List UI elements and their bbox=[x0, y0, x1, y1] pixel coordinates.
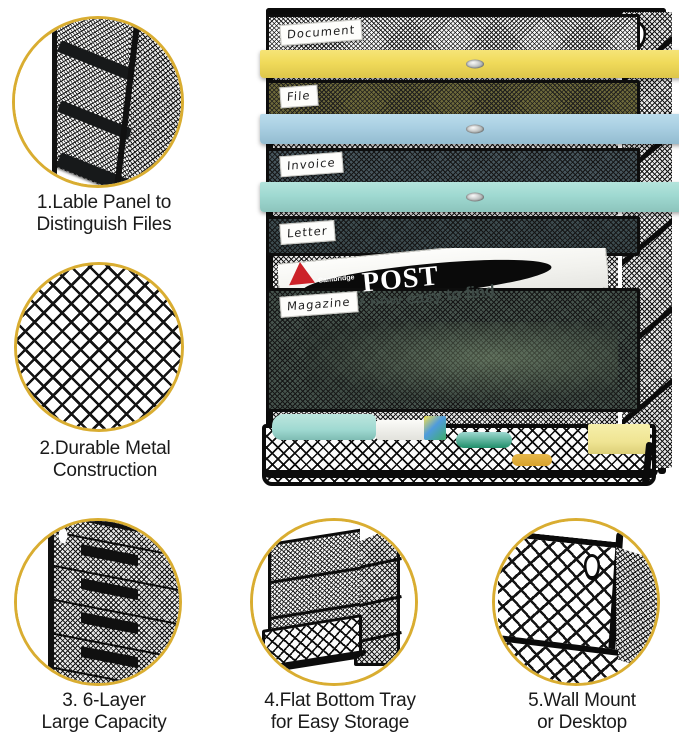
pocket-mesh bbox=[266, 80, 640, 120]
feature-2-illustration bbox=[17, 265, 181, 429]
feature-3-caption-line1: 3. 6-Layer bbox=[62, 690, 146, 711]
feature-4-circle bbox=[250, 518, 418, 686]
feature-1-caption-line2: Distinguish Files bbox=[36, 214, 172, 236]
feature-1-circle bbox=[12, 16, 184, 188]
feature-1-caption-line1: 1.Lable Panel to bbox=[36, 192, 172, 213]
feature-3-caption-line2: Large Capacity bbox=[41, 712, 167, 734]
folder-file[interactable] bbox=[260, 114, 679, 144]
feature-callout-durable-metal: 2.Durable Metal Construction bbox=[14, 262, 196, 492]
pocket-document[interactable]: Document bbox=[266, 14, 640, 58]
feature-3-caption: 3. 6-Layer Large Capacity bbox=[14, 690, 194, 735]
feature-4-caption-line2: for Easy Storage bbox=[270, 712, 410, 734]
feature-callout-label-panel: 1.Lable Panel to Distinguish Files bbox=[12, 16, 196, 237]
pocket-invoice[interactable]: Invoice bbox=[266, 148, 640, 188]
feature-2-caption-line2: Construction bbox=[52, 460, 158, 482]
feature-1-illustration bbox=[15, 19, 181, 185]
tray-item-notepad bbox=[588, 424, 650, 454]
tray-item-marker bbox=[512, 454, 552, 466]
feature-4-caption: 4.Flat Bottom Tray for Easy Storage bbox=[250, 690, 430, 735]
feature-5-caption-line2: or Desktop bbox=[537, 712, 627, 734]
feature-2-caption-line1: 2.Durable Metal bbox=[39, 438, 171, 459]
label-text: Letter bbox=[286, 223, 328, 241]
tier-line bbox=[52, 666, 179, 683]
frame-top-rail bbox=[266, 8, 666, 15]
feature-4-caption-line1: 4.Flat Bottom Tray bbox=[264, 690, 416, 711]
pocket-file[interactable]: File bbox=[266, 80, 640, 120]
folder-invoice[interactable] bbox=[260, 182, 679, 212]
tray-item-sticky-note-cube bbox=[424, 416, 446, 440]
feature-5-caption: 5.Wall Mount or Desktop bbox=[492, 690, 672, 735]
tray-item-tape-dispenser bbox=[376, 420, 434, 440]
magazine-contents bbox=[306, 322, 618, 402]
tier-lip bbox=[80, 521, 139, 533]
feature-callout-wall-mount: 5.Wall Mount or Desktop bbox=[492, 518, 672, 744]
feature-3-circle bbox=[14, 518, 182, 686]
frame-bottom-rail bbox=[262, 470, 658, 478]
product-hero-image: Document File Invoice Letter bbox=[258, 2, 679, 492]
back-mesh-face bbox=[498, 529, 618, 653]
folder-document[interactable] bbox=[260, 50, 679, 78]
feature-callout-six-layer: 3. 6-Layer Large Capacity bbox=[14, 518, 194, 744]
newspaper-logo-triangle bbox=[287, 260, 315, 286]
feature-1-caption: 1.Lable Panel to Distinguish Files bbox=[12, 192, 196, 237]
frame-post bbox=[50, 19, 57, 185]
feature-3-illustration bbox=[17, 521, 179, 683]
label-tag-letter[interactable]: Letter bbox=[279, 220, 336, 245]
feature-2-circle bbox=[14, 262, 184, 432]
feature-callout-flat-tray: 4.Flat Bottom Tray for Easy Storage bbox=[250, 518, 430, 744]
feature-5-caption-line1: 5.Wall Mount bbox=[528, 690, 636, 711]
feature-2-caption: 2.Durable Metal Construction bbox=[14, 438, 196, 483]
pocket-magazine[interactable]: Magazine bbox=[266, 288, 640, 412]
label-tag-file[interactable]: File bbox=[279, 84, 319, 109]
label-text: Invoice bbox=[286, 155, 337, 173]
left-frame-post bbox=[48, 521, 54, 683]
pocket-letter[interactable]: Letter bbox=[266, 216, 640, 256]
tray-item-stapler bbox=[272, 414, 376, 440]
label-text: Document bbox=[286, 22, 356, 42]
feature-5-illustration bbox=[495, 521, 657, 683]
tray-item-scissors bbox=[456, 432, 512, 448]
feature-5-circle bbox=[492, 518, 660, 686]
label-text: Magazine bbox=[286, 294, 351, 314]
keyhole-icon bbox=[584, 554, 600, 580]
keyhole-icon bbox=[59, 525, 67, 539]
label-text: File bbox=[286, 88, 311, 104]
feature-4-illustration bbox=[253, 521, 415, 683]
side-mesh-face bbox=[616, 546, 657, 674]
